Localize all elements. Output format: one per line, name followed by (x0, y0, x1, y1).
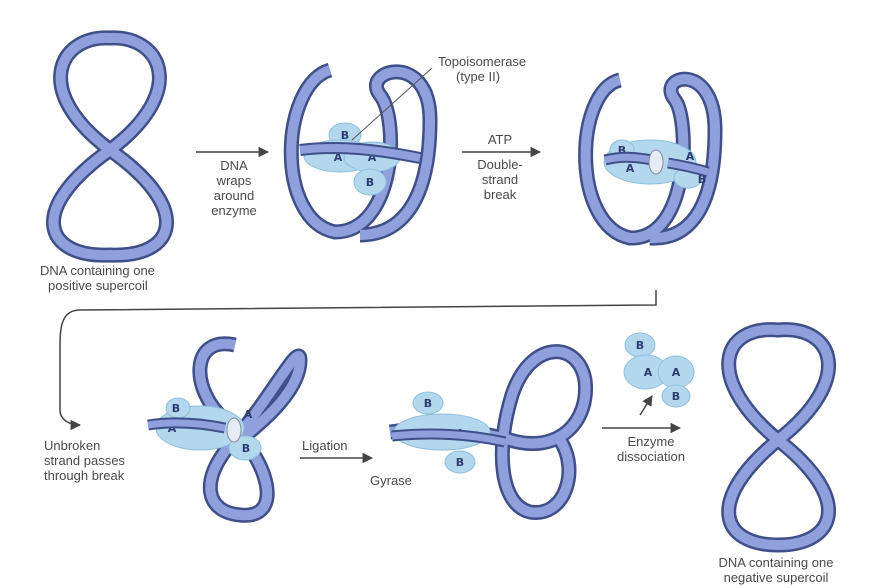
enzyme-dissociation-line: dissociation (606, 449, 696, 464)
double-strand-break-label: Double- strand break (462, 157, 538, 202)
dna-wraps-line: around (196, 188, 272, 203)
dna-ligated-gyrase: B A A B (390, 352, 586, 513)
dna-wraps-line: DNA (196, 158, 272, 173)
topoisomerase-name: Topoisomerase (438, 54, 526, 69)
subunit-a-label: A (644, 366, 653, 379)
negative-supercoil-label: DNA containing one negative supercoil (686, 555, 866, 585)
unbroken-strand-label: Unbroken strand passes through break (44, 438, 125, 483)
subunit-b-label: B (172, 402, 180, 415)
subunit-b-label: B (456, 456, 464, 469)
dna-wraps-label: DNA wraps around enzyme (196, 158, 272, 218)
dna-negative-supercoil (729, 330, 829, 545)
subunit-b-label: B (366, 176, 374, 189)
positive-supercoil-label: DNA containing one positive supercoil (40, 263, 155, 293)
double-strand-line: strand (462, 172, 538, 187)
dna-positive-supercoil (54, 38, 167, 255)
dna-wrapped-enzyme: B A A B (291, 70, 430, 235)
dna-wraps-line: enzyme (196, 203, 272, 218)
gyrase-label: Gyrase (370, 473, 412, 488)
enzyme-dissociation-line: Enzyme (606, 434, 696, 449)
topoisomerase-label: Topoisomerase (type II) (438, 54, 526, 84)
subunit-a-label: A (626, 162, 635, 175)
arrow-enzyme-release (640, 396, 652, 415)
negative-supercoil-line: DNA containing one (686, 555, 866, 570)
subunit-a-label: A (244, 408, 253, 421)
dna-double-strand-break: B A A B (586, 79, 715, 238)
subunit-b-label: B (424, 397, 432, 410)
topoisomerase-type: (type II) (438, 69, 526, 84)
enzyme-free: B A A B (624, 333, 694, 407)
dna-strand-passage: B A A B (148, 344, 300, 515)
atp-label: ATP (472, 132, 528, 147)
subunit-b-label: B (341, 129, 349, 142)
unbroken-strand-line: through break (44, 468, 125, 483)
unbroken-strand-line: Unbroken (44, 438, 125, 453)
negative-supercoil-line: negative supercoil (686, 570, 866, 585)
positive-supercoil-line: positive supercoil (40, 278, 155, 293)
subunit-a-label: A (672, 366, 681, 379)
unbroken-strand-line: strand passes (44, 453, 125, 468)
ligation-label: Ligation (302, 438, 348, 453)
double-strand-line: break (462, 187, 538, 202)
subunit-b-label: B (242, 442, 250, 455)
dna-wraps-line: wraps (196, 173, 272, 188)
subunit-b-label: B (672, 390, 680, 403)
double-strand-line: Double- (462, 157, 538, 172)
enzyme-dissociation-label: Enzyme dissociation (606, 434, 696, 464)
subunit-b-label: B (636, 339, 644, 352)
positive-supercoil-line: DNA containing one (40, 263, 155, 278)
